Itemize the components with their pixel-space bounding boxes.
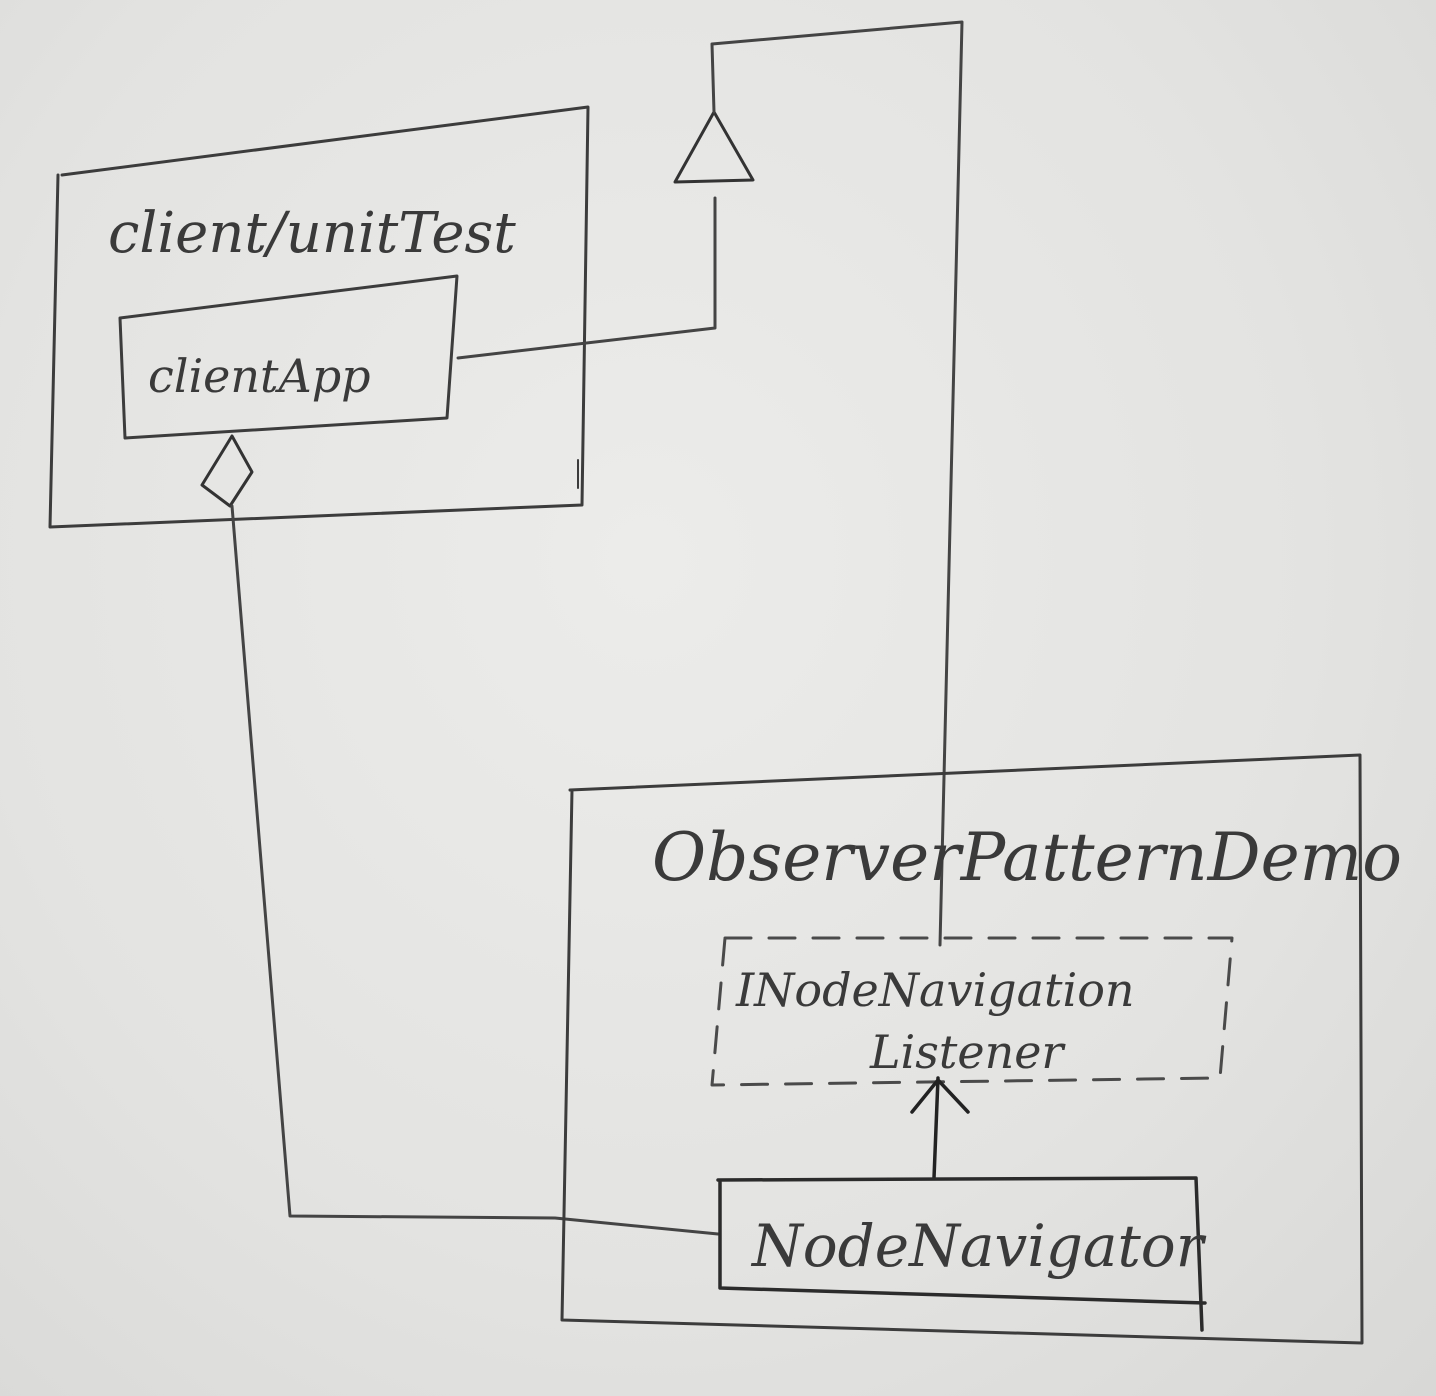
aggregation-diamond (200, 434, 254, 508)
class-client-app: clientApp (118, 274, 459, 440)
package-client-label: client/unitTest (108, 201, 516, 266)
class-node-navigator: NodeNavigator (716, 1176, 1207, 1332)
realization-arrow-navigator (910, 1076, 970, 1180)
interface-listener: INodeNavigation Listener (710, 936, 1234, 1087)
interface-listener-label-line2: Listener (869, 1025, 1066, 1079)
realization-line-client (456, 196, 717, 360)
package-observer-label: ObserverPatternDemo (652, 819, 1402, 896)
realization-triangle (673, 110, 755, 184)
interface-listener-label-line1: INodeNavigation (735, 963, 1135, 1017)
realization-line-long (710, 20, 964, 947)
aggregation-line (230, 504, 720, 1236)
class-client-app-label: clientApp (148, 349, 371, 403)
package-observer: ObserverPatternDemo (560, 753, 1402, 1345)
package-client: client/unitTest (48, 105, 590, 529)
class-node-navigator-label: NodeNavigator (750, 1212, 1207, 1280)
